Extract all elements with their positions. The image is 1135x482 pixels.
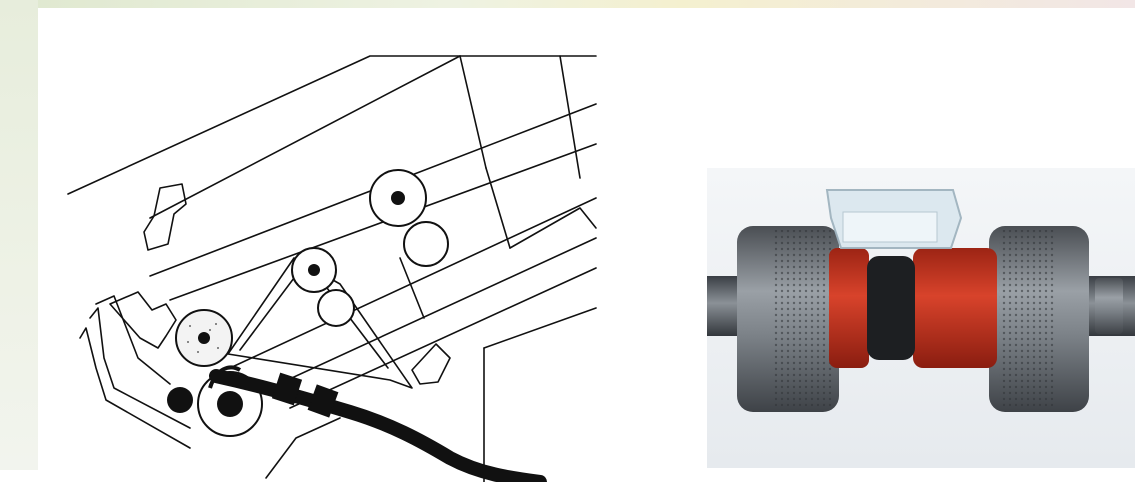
small-tab bbox=[411, 343, 451, 385]
housing-diagonal-4 bbox=[229, 197, 597, 369]
hose-coupling-2 bbox=[307, 384, 339, 418]
mechanism-line-drawing bbox=[40, 8, 600, 482]
frame-vertical-4 bbox=[399, 257, 425, 319]
roller-assembly-photo bbox=[707, 168, 1135, 468]
paper-guide-lower bbox=[79, 327, 191, 449]
hose-coupling-1 bbox=[271, 372, 303, 406]
decorative-top-band bbox=[0, 0, 1135, 8]
hose bbox=[209, 369, 547, 482]
upper-roller-lower bbox=[403, 221, 449, 267]
paper-guide bbox=[89, 307, 191, 429]
lower-bracket bbox=[109, 291, 177, 349]
left-bracket bbox=[143, 183, 187, 251]
small-drive-roller bbox=[167, 387, 193, 413]
bottom-plate-2 bbox=[483, 307, 597, 349]
left-red-hub bbox=[829, 248, 869, 368]
frame-vertical-1 bbox=[459, 55, 487, 169]
front-plate bbox=[95, 295, 171, 385]
pickup-roller-hub bbox=[198, 332, 210, 344]
belt-inner bbox=[239, 269, 301, 351]
housing-diagonal-5 bbox=[269, 237, 597, 389]
upper-roller-hub bbox=[391, 191, 405, 205]
frame-vertical-5 bbox=[509, 207, 597, 249]
housing-diagonal-6 bbox=[289, 267, 597, 409]
shaft-collar bbox=[1095, 278, 1123, 334]
decorative-left-band bbox=[0, 0, 38, 470]
frame-vertical-2 bbox=[559, 55, 581, 179]
right-red-hub bbox=[913, 248, 997, 368]
feed-roller-hub bbox=[217, 391, 243, 417]
housing-diagonal-1 bbox=[149, 55, 461, 219]
center-rubber bbox=[867, 256, 915, 360]
belt-roller-lower bbox=[317, 289, 355, 327]
frame-vertical-3 bbox=[485, 167, 511, 249]
ramp bbox=[265, 417, 341, 479]
separator-hook bbox=[208, 365, 242, 389]
belt-roller-hub bbox=[308, 264, 320, 276]
housing-top-line bbox=[67, 55, 597, 195]
